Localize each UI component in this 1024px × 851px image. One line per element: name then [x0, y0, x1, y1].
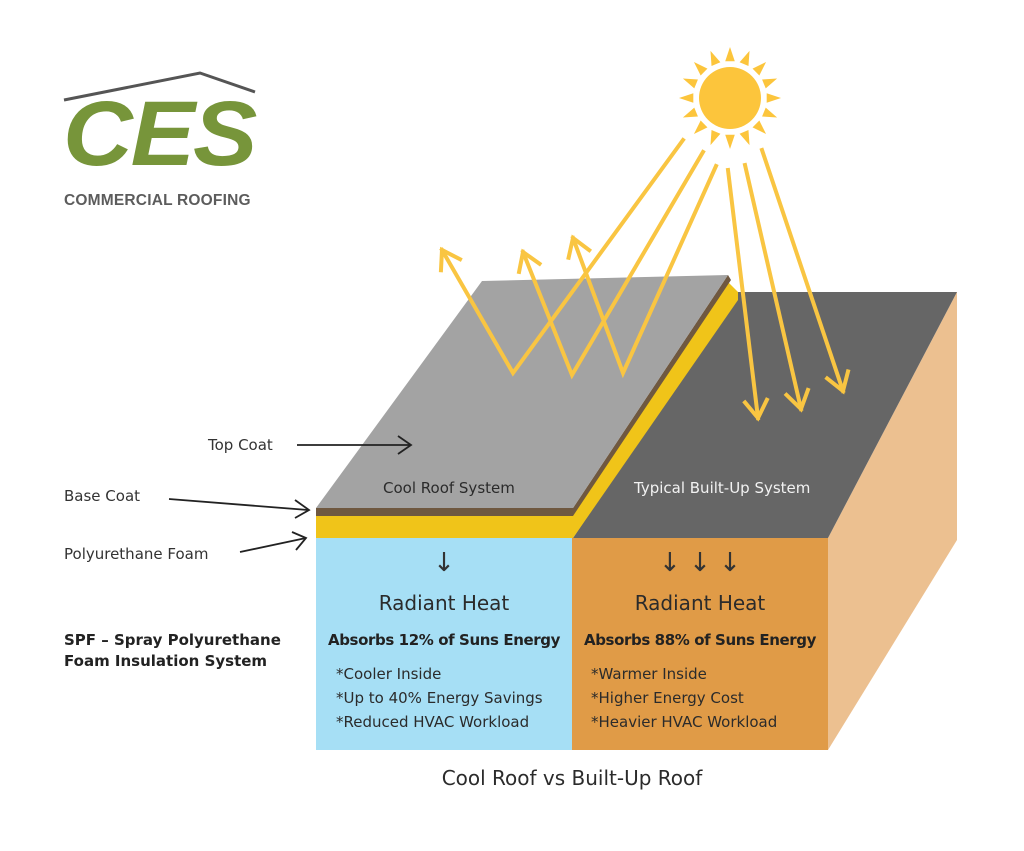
sun-spike [693, 120, 708, 135]
base-coat-pointer-head [294, 499, 311, 519]
absorbed-ray [725, 167, 761, 421]
benefit-item: *Warmer Inside [591, 665, 707, 683]
built-up-absorbs: Absorbs 88% of Suns Energy [584, 631, 816, 649]
built-up-surface-label: Typical Built-Up System [634, 479, 811, 497]
reflected-ray-arrowhead [438, 246, 463, 273]
cool-roof-heat-arrows: ↓ [316, 548, 572, 578]
benefit-item: *Reduced HVAC Workload [336, 713, 530, 731]
logo-roof-line [63, 71, 256, 102]
sun-spike [725, 134, 735, 149]
cool-roof-surface-label: Cool Roof System [383, 479, 515, 497]
reflected-ray [570, 163, 719, 379]
sun-spike [739, 130, 750, 146]
sun-disc [699, 67, 761, 129]
logo-brand: CES [63, 83, 257, 185]
sun-spike [710, 130, 721, 146]
base-coat-edge [573, 275, 731, 516]
sun-spike [682, 107, 698, 118]
sun-spike [682, 78, 698, 89]
sun-icon [679, 47, 781, 149]
foam-pointer-line [239, 537, 307, 553]
benefit-item: *Up to 40% Energy Savings [336, 689, 543, 707]
spf-note-line2: Foam Insulation System [64, 652, 268, 670]
spf-note: SPF – Spray Polyurethane Foam Insulation… [64, 630, 281, 672]
foam-layer-edge [573, 282, 738, 538]
base-coat-pointer-line [168, 498, 309, 511]
reflected-ray-arrowhead [566, 234, 593, 261]
cool-roof-interior [316, 538, 572, 750]
built-up-interior [572, 538, 828, 750]
down-arrow-icon: ↓ [433, 548, 455, 578]
sun-spike [725, 47, 735, 62]
cool-roof-heading: Radiant Heat [378, 591, 510, 615]
top-coat-label: Top Coat [208, 436, 273, 454]
sun-spike [762, 107, 778, 118]
sun-spike [693, 61, 708, 76]
benefit-item: *Higher Energy Cost [591, 689, 744, 707]
sun-spike [679, 93, 694, 103]
cool-roof-benefits: *Cooler Inside *Up to 40% Energy Savings… [336, 662, 543, 734]
reflected-ray [439, 137, 686, 377]
benefit-item: *Heavier HVAC Workload [591, 713, 778, 731]
sun-spike [752, 61, 767, 76]
foam-label: Polyurethane Foam [64, 545, 209, 563]
reflected-ray-arrowhead [516, 248, 543, 275]
reflected-ray [520, 149, 706, 380]
spf-note-line1: SPF – Spray Polyurethane [64, 631, 281, 649]
absorbed-ray [742, 162, 804, 412]
absorbed-ray-arrowhead [742, 397, 770, 422]
built-up-heading: Radiant Heat [634, 591, 766, 615]
sun-spike [762, 78, 778, 89]
sun-spike [710, 50, 721, 66]
absorbed-ray [759, 147, 846, 394]
foam-pointer-head [291, 531, 308, 551]
built-up-top-face [573, 292, 957, 538]
top-coat-pointer-head [397, 435, 413, 455]
down-arrows-icon: ↓ ↓ ↓ [659, 548, 741, 578]
logo-subtitle: COMMERCIAL ROOFING [64, 192, 251, 209]
built-up-side-face [828, 292, 957, 750]
foam-layer [316, 515, 573, 538]
cool-roof-absorbs: Absorbs 12% of Suns Energy [328, 631, 560, 649]
built-up-heat-arrows: ↓ ↓ ↓ [572, 548, 828, 578]
base-coat-label: Base Coat [64, 487, 141, 505]
built-up-benefits: *Warmer Inside *Higher Energy Cost *Heav… [591, 662, 777, 734]
benefit-item: *Cooler Inside [336, 665, 442, 683]
diagram-caption: Cool Roof vs Built-Up Roof [441, 766, 703, 790]
absorbed-ray-arrowhead [824, 368, 851, 395]
absorbed-ray-arrowhead [783, 387, 811, 413]
base-coat-layer [316, 508, 573, 516]
sun-spike [752, 120, 767, 135]
sun-spike [766, 93, 781, 103]
sun-spike [739, 50, 750, 66]
cool-roof-top-face [316, 275, 728, 508]
